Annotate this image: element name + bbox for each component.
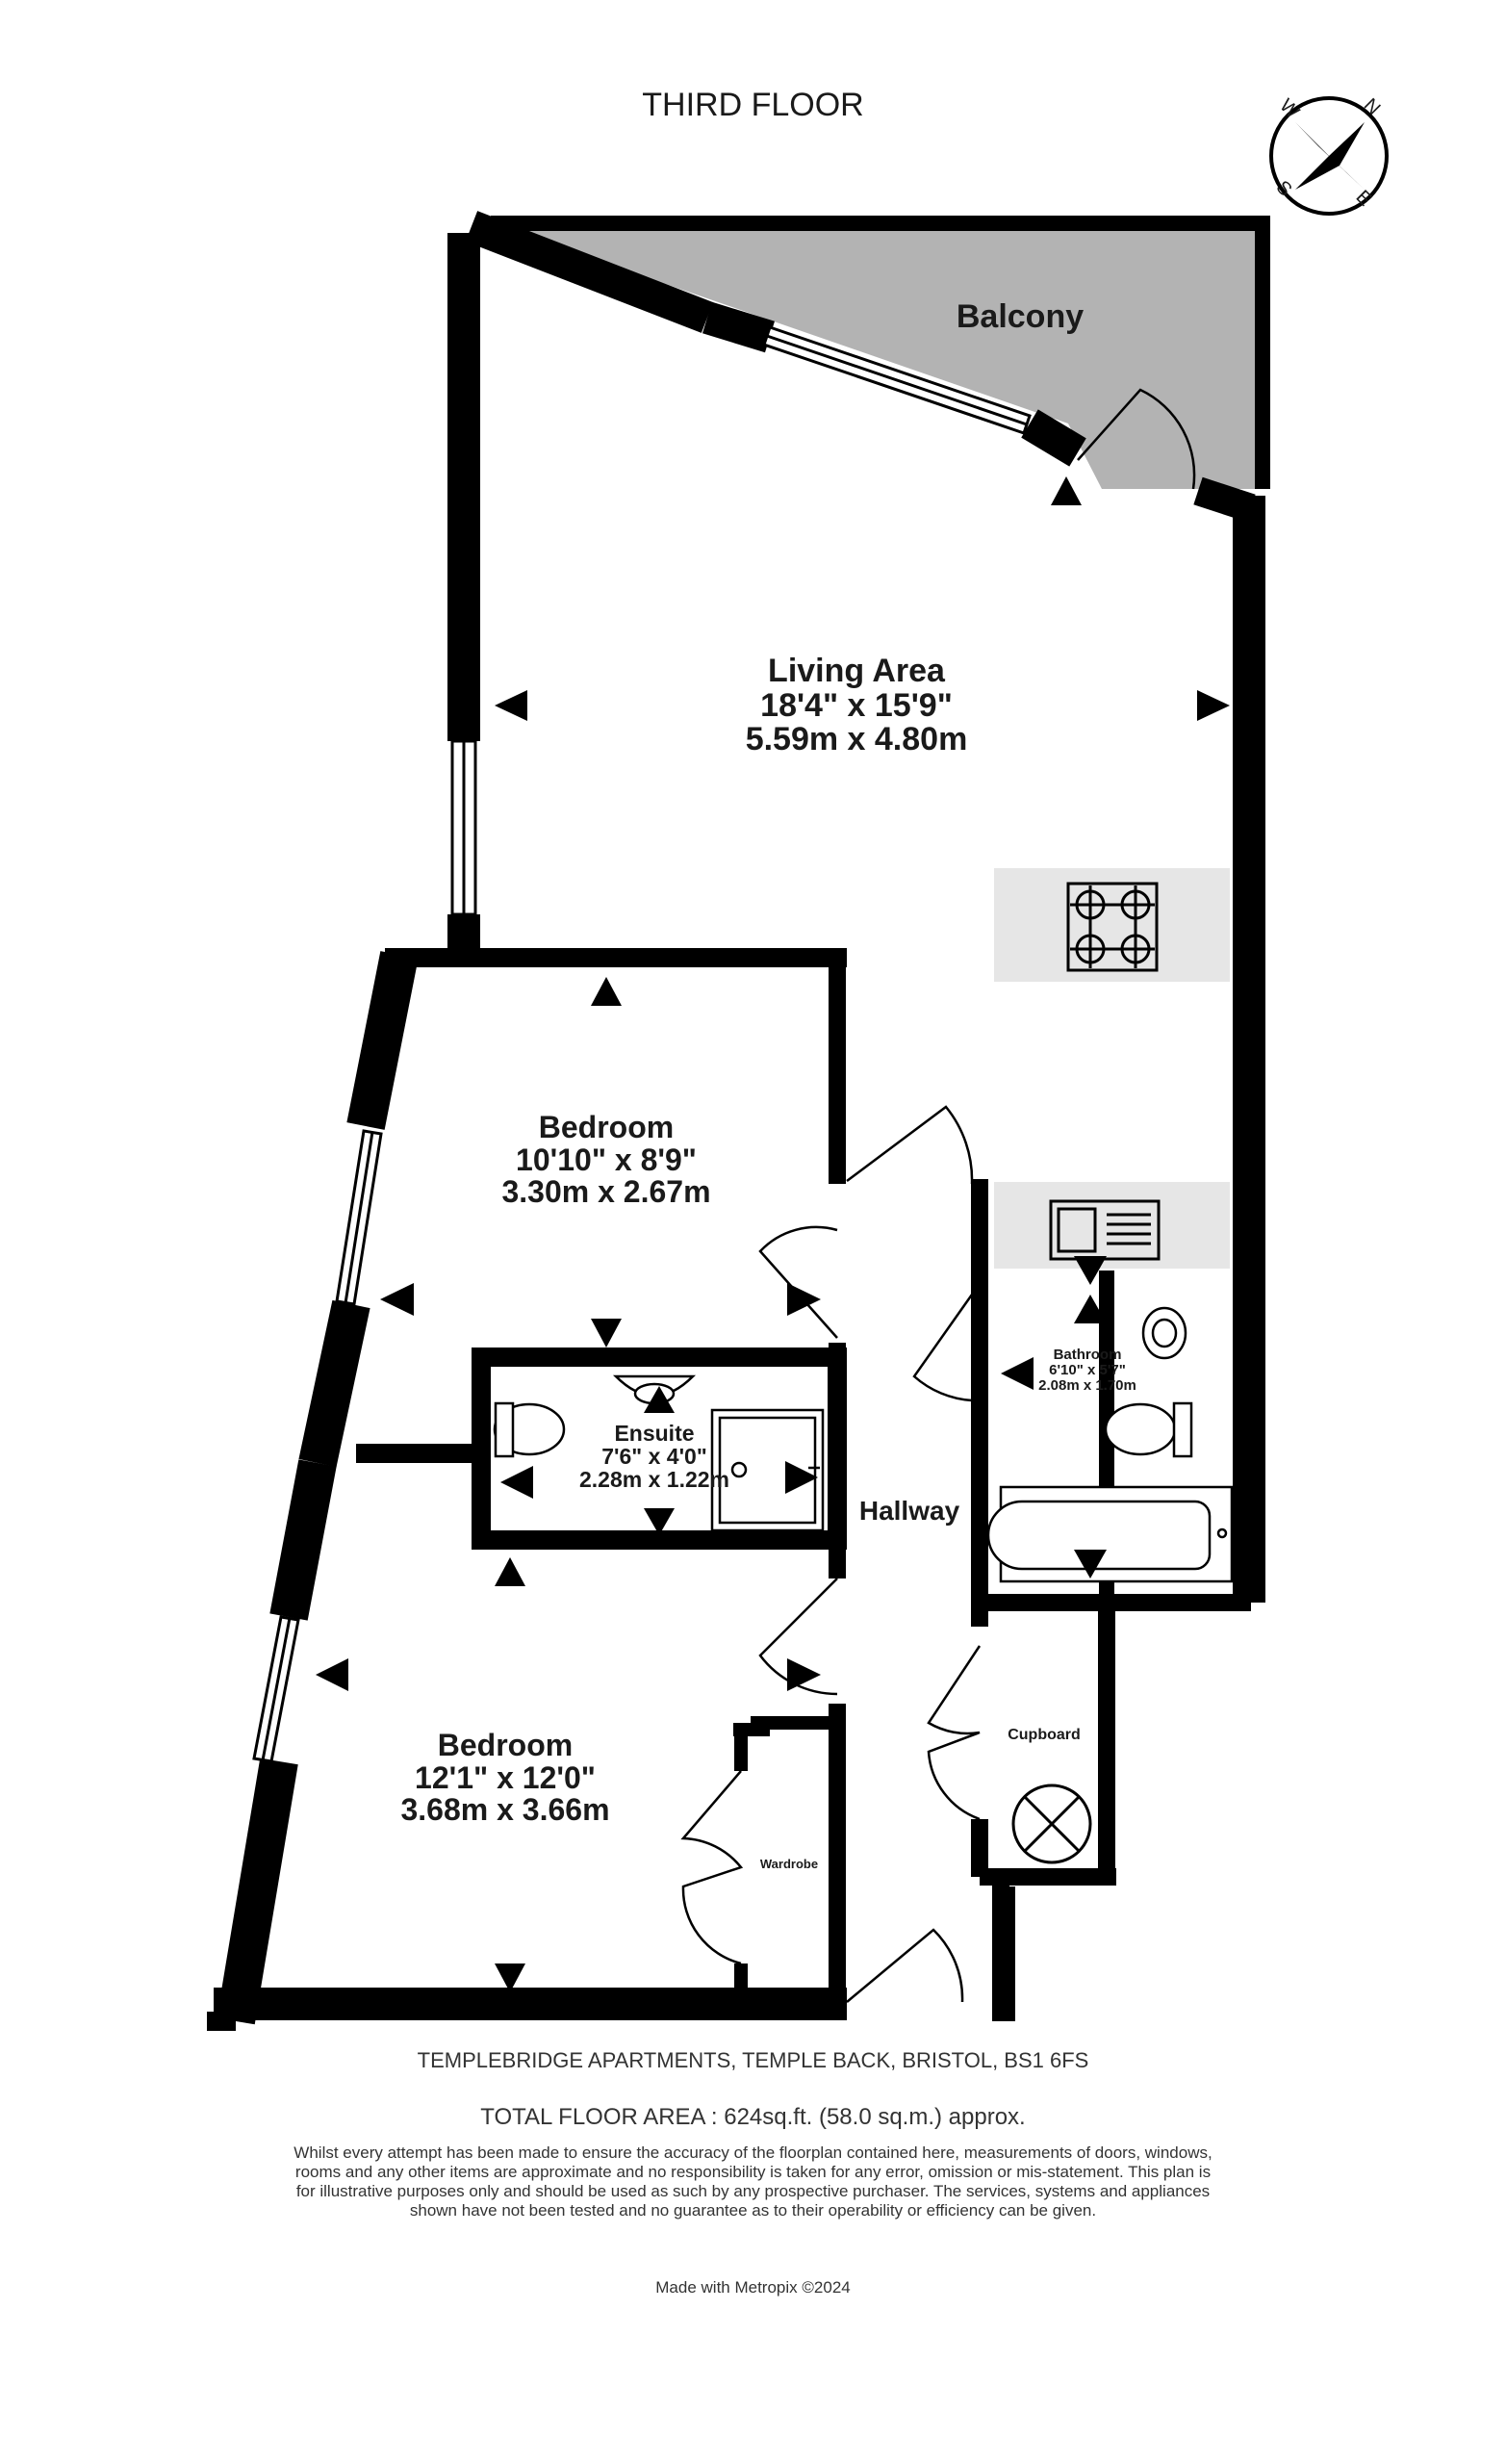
balcony-area — [491, 223, 1263, 489]
copyright: Made with Metropix ©2024 — [655, 2278, 851, 2297]
walls — [207, 211, 1265, 2031]
total-floor-area: TOTAL FLOOR AREA : 624sq.ft. (58.0 sq.m.… — [480, 2104, 1026, 2130]
balcony-label: Balcony — [956, 298, 1085, 335]
sink-icon — [1049, 1199, 1161, 1261]
address: TEMPLEBRIDGE APARTMENTS, TEMPLE BACK, BR… — [417, 2048, 1089, 2072]
living-area-label: Living Area 18'4" x 15'9" 5.59m x 4.80m — [745, 653, 968, 758]
disclaimer: Whilst every attempt has been made to en… — [294, 2143, 1212, 2220]
ensuite-label: Ensuite 7'6" x 4'0" 2.28m x 1.22m — [578, 1421, 729, 1493]
bedroom2-label: Bedroom 12'1" x 12'0" 3.68m x 3.66m — [400, 1728, 610, 1828]
windows — [252, 325, 1032, 1763]
kitchen-counter-hob — [994, 868, 1230, 982]
hob-icon — [1066, 882, 1159, 972]
ensuite-fixtures — [493, 1374, 825, 1532]
measurement-arrows — [316, 476, 1230, 1992]
bathroom-fixtures — [986, 1306, 1234, 1583]
balcony-wall — [491, 216, 1270, 489]
compass-icon — [1269, 96, 1389, 216]
bathroom-label: Bathroom 6'10" x 5'7" 2.08m x 1.70m — [1038, 1347, 1136, 1394]
hallway-label: Hallway — [858, 1496, 960, 1526]
floor-title: THIRD FLOOR — [642, 87, 864, 123]
cupboard-label: Cupboard — [1008, 1727, 1081, 1743]
bedroom1-label: Bedroom 10'10" x 8'9" 3.30m x 2.67m — [501, 1110, 711, 1210]
cylinder-icon — [1011, 1784, 1092, 1864]
wardrobe-label: Wardrobe — [759, 1857, 819, 1871]
